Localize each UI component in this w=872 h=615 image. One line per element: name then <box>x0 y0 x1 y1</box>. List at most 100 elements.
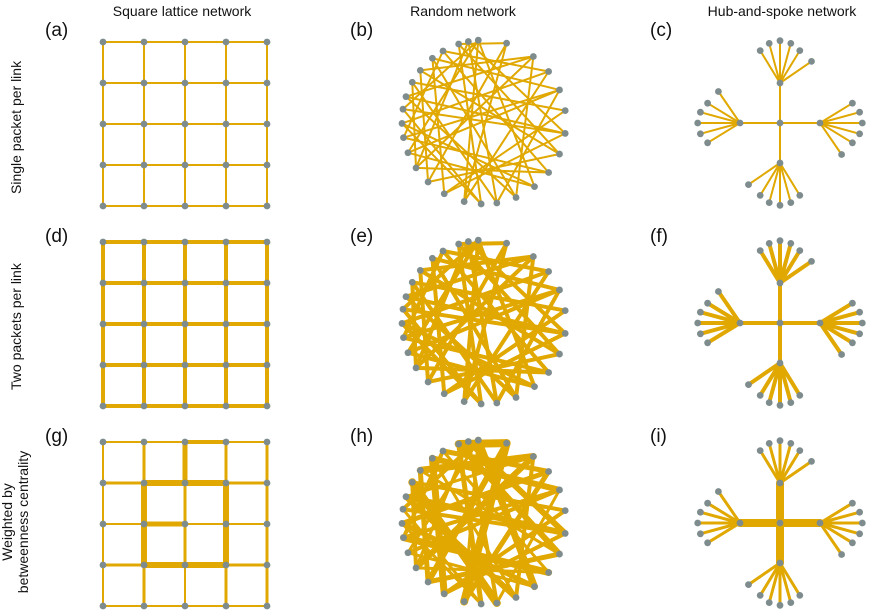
random-edge <box>442 49 550 174</box>
spoke <box>778 248 802 285</box>
node <box>263 602 271 610</box>
random-edge <box>457 43 561 156</box>
spoke <box>778 561 802 597</box>
node <box>765 199 773 207</box>
node <box>474 36 482 44</box>
node <box>787 599 795 606</box>
node <box>704 339 711 347</box>
node <box>787 399 795 406</box>
node <box>440 390 448 398</box>
node <box>736 519 744 527</box>
panel-label-f: (f) <box>650 226 668 247</box>
node <box>816 119 824 127</box>
node <box>263 402 271 410</box>
spoke <box>768 162 781 204</box>
node <box>99 120 107 128</box>
node <box>439 247 447 255</box>
node <box>745 581 752 588</box>
random-edge <box>419 55 535 72</box>
random-edge <box>442 508 568 596</box>
node <box>796 47 804 54</box>
node <box>858 119 866 127</box>
node <box>99 38 107 46</box>
node <box>140 120 148 128</box>
node <box>849 339 856 347</box>
random-edge <box>466 239 568 336</box>
random-edge <box>466 439 499 605</box>
node <box>776 201 784 209</box>
node <box>263 520 271 528</box>
node <box>222 402 230 410</box>
node <box>222 520 230 528</box>
node <box>222 602 230 610</box>
node <box>222 361 230 369</box>
node <box>697 530 704 538</box>
panel-label-c: (c) <box>650 20 673 41</box>
node <box>263 202 271 210</box>
node <box>503 239 511 247</box>
node <box>99 320 107 328</box>
node <box>856 130 863 138</box>
random-edge <box>461 469 552 605</box>
node <box>477 200 485 208</box>
node <box>263 161 271 169</box>
random-edge <box>406 39 480 154</box>
random-edge <box>415 166 550 174</box>
random-edge <box>463 42 508 203</box>
node <box>561 530 569 537</box>
node <box>531 183 538 191</box>
node <box>745 181 752 189</box>
node <box>440 590 448 598</box>
node <box>856 508 863 516</box>
column-title-hub-spoke: Hub-and-spoke network <box>707 3 857 19</box>
node <box>181 120 189 128</box>
node <box>140 402 148 410</box>
spoke <box>779 162 792 204</box>
node <box>464 238 472 245</box>
node <box>416 66 424 74</box>
random-edge <box>443 109 567 195</box>
node <box>263 238 271 246</box>
node <box>512 394 520 401</box>
spoke <box>706 102 741 124</box>
node <box>816 519 824 527</box>
node <box>556 350 563 358</box>
node <box>493 599 501 607</box>
node <box>222 202 230 210</box>
node <box>856 530 863 538</box>
node <box>140 479 148 487</box>
node <box>849 499 856 507</box>
node <box>556 150 563 158</box>
node <box>222 161 230 169</box>
node <box>402 293 410 301</box>
node <box>512 594 520 601</box>
node <box>404 349 412 357</box>
spoke <box>818 521 862 536</box>
node <box>736 319 744 327</box>
spoke <box>819 111 861 124</box>
node <box>796 247 804 255</box>
panel-label-a: (a) <box>45 20 69 41</box>
node <box>838 551 845 558</box>
node <box>776 119 784 127</box>
node <box>796 447 804 454</box>
node <box>140 79 148 87</box>
node <box>402 493 410 501</box>
node <box>697 130 704 138</box>
spoke <box>706 521 742 545</box>
node <box>776 359 784 367</box>
spoke <box>778 449 802 485</box>
spoke <box>717 90 741 124</box>
node <box>545 268 553 275</box>
spoke <box>758 361 782 398</box>
spoke <box>779 162 801 197</box>
random-edge <box>431 57 518 199</box>
node <box>399 505 407 513</box>
node <box>556 286 563 294</box>
node <box>694 119 702 127</box>
node <box>428 54 436 62</box>
spoke <box>758 449 782 485</box>
node <box>398 120 406 127</box>
node <box>704 99 711 107</box>
node <box>787 40 795 47</box>
